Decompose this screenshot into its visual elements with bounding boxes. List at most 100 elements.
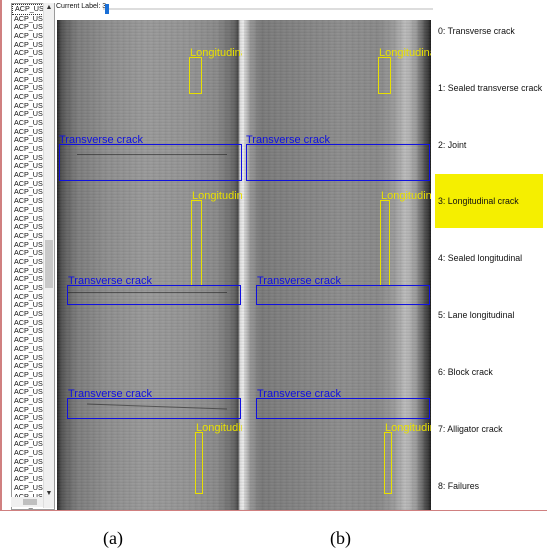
file-list-item[interactable]: ACP_US9	[14, 466, 47, 475]
current-label-slider[interactable]	[103, 4, 435, 14]
file-list-item[interactable]: ACP_US9	[14, 318, 47, 327]
file-list-item[interactable]: ACP_US9	[14, 292, 47, 301]
longitudinal-box[interactable]	[189, 57, 202, 94]
file-list-item[interactable]: ACP_US9	[14, 405, 47, 414]
file-list-item[interactable]: ACP_US9	[14, 327, 47, 336]
file-list-item[interactable]: ACP_US9	[14, 58, 47, 67]
file-list-item[interactable]: ACP_US9	[14, 388, 47, 397]
class-option[interactable]: 6: Block crack	[438, 367, 493, 377]
file-list-item[interactable]: ACP_US9	[14, 379, 47, 388]
class-option[interactable]: 1: Sealed transverse crack	[438, 83, 543, 93]
file-list-item[interactable]: ACP_US9	[14, 32, 47, 41]
file-list-item[interactable]: ACP_US9	[14, 475, 47, 484]
slider-knob[interactable]	[105, 4, 109, 14]
file-list-item[interactable]: ACP_US9	[14, 344, 47, 353]
file-list-item[interactable]: ACP_US9	[14, 249, 47, 258]
file-list-item[interactable]: ACP_US9	[14, 205, 47, 214]
crack-line	[77, 154, 227, 155]
transverse-box[interactable]	[246, 144, 430, 181]
file-list-item[interactable]: ACP_US9	[14, 370, 47, 379]
file-list-item[interactable]: ACP_US9	[14, 179, 47, 188]
class-option[interactable]: 7: Alligator crack	[438, 424, 503, 434]
file-list-item[interactable]: ACP_US9	[14, 414, 47, 423]
file-list-item[interactable]: ACP_US9	[14, 145, 47, 153]
pavement-noise	[57, 20, 244, 510]
file-list-item[interactable]: ACP_US9	[14, 396, 47, 405]
scroll-up-icon[interactable]: ▲	[45, 4, 53, 11]
file-list-item[interactable]: ACP_US9	[14, 23, 47, 32]
file-list-item[interactable]: ACP_US9	[14, 153, 47, 162]
file-list-item[interactable]: ACP_US9	[14, 353, 47, 362]
file-list-item[interactable]: ACP_US9	[14, 197, 47, 206]
file-list-item[interactable]: ACP_US9	[14, 310, 47, 319]
file-list-item[interactable]: ACP_US9	[14, 449, 47, 458]
transverse-box[interactable]	[256, 285, 430, 305]
transverse-label: Transverse crack	[59, 134, 143, 146]
file-list-item[interactable]: ACP_US9	[14, 136, 47, 145]
longitudinal-box[interactable]	[195, 432, 203, 494]
file-list-item[interactable]: ACP_US9	[14, 101, 47, 110]
longitudinal-box[interactable]	[380, 200, 390, 286]
class-option[interactable]: 2: Joint	[438, 140, 467, 150]
file-list-item[interactable]: ACP_US9	[14, 92, 47, 101]
longitudinal-label: Longitudinal crack	[385, 423, 431, 434]
file-list-item[interactable]: ACP_US9	[14, 483, 47, 492]
file-list-scrollbar[interactable]: ▲ ▼	[43, 3, 54, 508]
file-list-item[interactable]: ACP_US9	[14, 266, 47, 275]
class-option[interactable]: 5: Lane longitudinal	[438, 310, 515, 320]
pavement-texture	[244, 20, 431, 510]
longitudinal-label: Longitudinal crack	[192, 191, 242, 202]
file-list-item[interactable]: ACP_US9	[14, 40, 47, 49]
file-list-item[interactable]: ACP_US9	[14, 75, 47, 84]
transverse-box[interactable]	[67, 398, 241, 419]
transverse-box[interactable]	[256, 398, 430, 419]
file-list-item[interactable]: ACP_US9	[14, 440, 47, 449]
file-list-item[interactable]: ACP_US9	[12, 493, 54, 502]
class-option[interactable]: 3: Longitudinal crack	[435, 174, 543, 228]
file-list-item[interactable]: ACP_US9	[14, 110, 47, 119]
file-list-item[interactable]: ACP_US9	[14, 431, 47, 440]
file-list-item[interactable]: ACP_US9	[14, 362, 47, 371]
file-list-item[interactable]: ACP_US9	[14, 457, 47, 466]
longitudinal-label: Longitudinal crack	[379, 48, 431, 59]
file-list-item[interactable]: ACP_US9	[14, 214, 47, 223]
class-option[interactable]: 8: Failures	[438, 481, 480, 491]
file-list-item[interactable]: ACP_US9	[14, 257, 47, 266]
file-list-item[interactable]: ACP_US9	[14, 284, 47, 292]
class-option[interactable]: 0: Transverse crack	[438, 26, 515, 36]
transverse-label: Transverse crack	[257, 275, 341, 287]
hscrollbar-thumb[interactable]	[23, 499, 37, 505]
transverse-label: Transverse crack	[68, 388, 152, 400]
longitudinal-box[interactable]	[191, 200, 202, 286]
transverse-box[interactable]	[67, 285, 241, 305]
crack-line	[67, 292, 227, 293]
scroll-down-icon[interactable]: ▼	[45, 490, 53, 497]
file-list-hscrollbar[interactable]	[11, 497, 43, 507]
caption-b: (b)	[330, 528, 351, 548]
file-list-item[interactable]: ACP_US9	[14, 231, 47, 240]
file-list-item[interactable]: ACP_US9	[14, 188, 47, 197]
file-list-item[interactable]: ACP_US9	[14, 118, 47, 127]
longitudinal-box[interactable]	[378, 57, 391, 94]
class-option[interactable]: 4: Sealed longitudinal	[438, 253, 523, 263]
file-list-item[interactable]: ACP_US9	[14, 240, 47, 249]
pavement-image-b[interactable]	[244, 20, 431, 510]
pavement-image-a[interactable]	[57, 20, 244, 510]
file-list-item[interactable]: ACP_US9	[14, 423, 47, 431]
file-list-item[interactable]: ACP_US9	[14, 275, 47, 284]
file-list-item[interactable]: ACP_US9	[14, 162, 47, 171]
file-list-item[interactable]: ACP_US9	[14, 127, 47, 136]
transverse-box[interactable]	[59, 144, 242, 181]
file-list-item[interactable]: ACP_US9	[14, 171, 47, 180]
file-list-item[interactable]: ACP_US9	[14, 49, 47, 58]
file-list-item[interactable]: ACP_US9	[14, 66, 47, 75]
longitudinal-box[interactable]	[384, 432, 392, 494]
file-list-item[interactable]: ACP_US9	[14, 84, 47, 93]
longitudinal-label: Longitudinal crack	[190, 48, 242, 59]
scrollbar-thumb[interactable]	[45, 240, 53, 288]
file-list-item[interactable]: ACP_US9	[14, 301, 47, 310]
file-list-item[interactable]: ACP_US9	[14, 223, 47, 232]
file-list-item[interactable]: ACP_US9	[14, 336, 47, 345]
file-list-item[interactable]: ACP_US9	[14, 14, 47, 23]
